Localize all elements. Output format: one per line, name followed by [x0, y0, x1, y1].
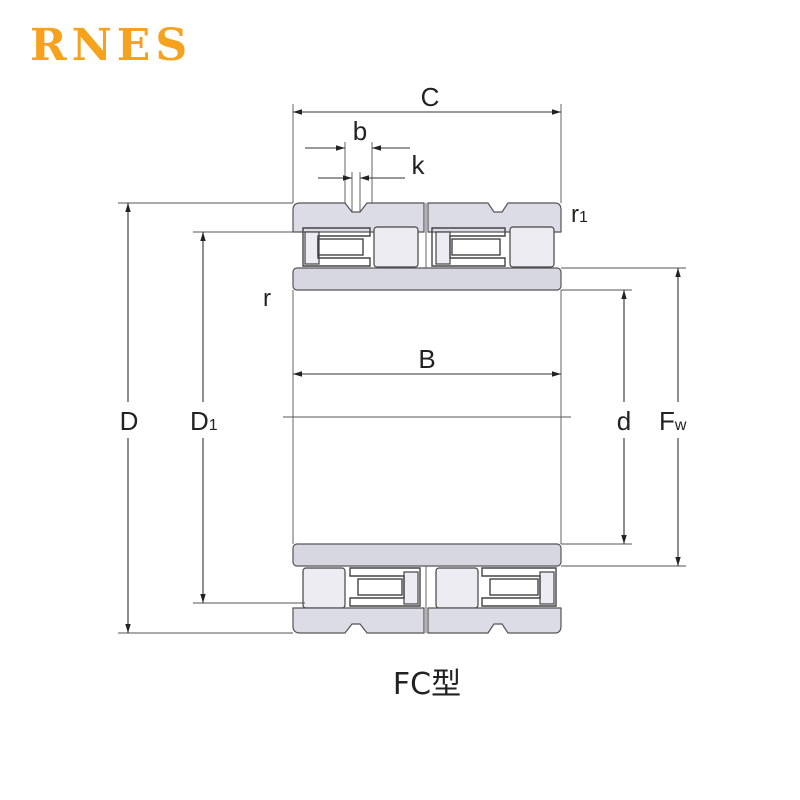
label-big-b: B	[418, 344, 435, 374]
bottom-rollers	[302, 567, 555, 609]
label-r: r	[263, 285, 271, 312]
label-d-bore: d	[617, 406, 631, 436]
label-fw: Fw	[659, 406, 687, 436]
label-b: b	[353, 116, 367, 146]
label-d-outer: D	[120, 406, 139, 436]
bottom-inner-ring	[292, 543, 562, 567]
top-outer-ring	[292, 202, 562, 270]
bottom-cages	[349, 567, 557, 607]
brand-logo: RNES	[30, 20, 193, 71]
label-k: k	[412, 150, 426, 180]
top-rollers	[304, 226, 555, 268]
label-c: C	[421, 82, 440, 112]
bottom-outer-ring	[292, 566, 562, 634]
diagram-caption: FC型	[393, 667, 461, 702]
label-d1: D1	[190, 406, 218, 436]
top-inner-ring	[292, 267, 562, 291]
label-r1: r1	[571, 201, 588, 228]
top-cages	[302, 227, 506, 267]
